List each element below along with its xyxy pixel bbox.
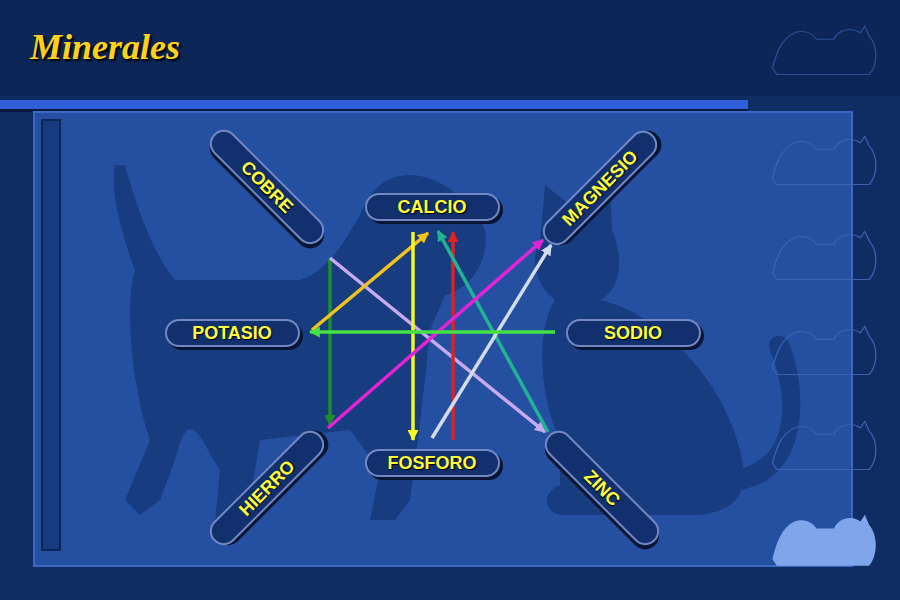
mineral-name: MAGNESIO (558, 146, 642, 230)
interaction-arrow (432, 245, 551, 438)
mineral-pill: FOSFORO (365, 449, 500, 477)
faint-pet-icon (772, 26, 875, 74)
panel (34, 112, 852, 566)
mineral-pill: POTASIO (165, 319, 300, 347)
interaction-arrow (310, 330, 555, 334)
interaction-arrow (328, 258, 332, 425)
pet-logo (772, 515, 875, 566)
faint-pet-icon (772, 421, 875, 469)
mineral-pill: ZINC (539, 425, 665, 551)
mineral-pill: MAGNESIO (537, 125, 663, 251)
header-band (0, 0, 900, 96)
side-bar (42, 120, 60, 550)
faint-pet-icon (772, 326, 875, 374)
header-bar (0, 100, 748, 109)
cat-tail (735, 336, 800, 490)
slide-title: Minerales (30, 26, 180, 68)
faint-pet-icon (772, 231, 875, 279)
mineral-pill: COBRE (204, 124, 330, 250)
mineral-name: SODIO (604, 323, 662, 344)
mineral-pill: SODIO (566, 319, 701, 347)
mineral-name: CALCIO (398, 197, 467, 218)
interaction-arrow (330, 258, 545, 432)
faint-pet-icon (772, 136, 875, 184)
mineral-name: ZINC (580, 466, 625, 511)
interaction-arrow (328, 240, 543, 428)
mineral-name: COBRE (237, 157, 298, 218)
mineral-pill: HIERRO (204, 425, 330, 551)
mineral-name: HIERRO (235, 456, 299, 520)
interaction-arrow (411, 232, 415, 440)
mineral-name: FOSFORO (388, 453, 477, 474)
faint-pet-icons (772, 26, 875, 469)
mineral-pill: CALCIO (365, 193, 500, 221)
interaction-arrow (312, 233, 428, 330)
mineral-name: POTASIO (192, 323, 272, 344)
